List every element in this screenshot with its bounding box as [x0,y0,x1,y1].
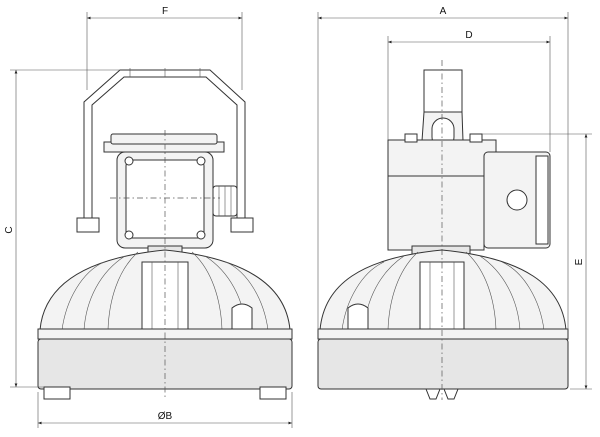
side-base-ring [317,328,569,400]
dim-label-e: E [574,258,585,265]
side-body [387,133,551,261]
dim-label-d: D [465,30,472,41]
dimension-lines [10,12,592,428]
mounting-bracket [76,68,254,233]
front-view [37,68,293,400]
side-finned-housing [319,249,567,331]
dim-label-c: C [4,226,15,233]
dim-label-b: ØB [158,411,173,422]
dim-label-f: F [162,6,168,17]
junction-box [103,133,238,261]
dim-label-a: A [440,6,447,17]
side-view [317,60,569,400]
